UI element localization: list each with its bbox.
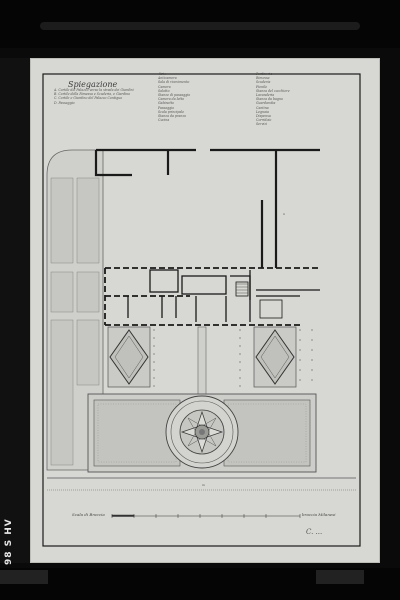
legend-item: Legnaia	[256, 109, 269, 114]
legend-item: Servizi	[256, 122, 268, 127]
scale-bar	[111, 514, 301, 518]
room-number-label: n	[283, 212, 285, 216]
left-parterre	[107, 326, 151, 388]
legend-title: Spiegazione	[68, 80, 118, 89]
scale-unit: braccia Milanesi	[302, 512, 336, 517]
legend-item: Stanza del cocchiere	[256, 88, 290, 93]
legend-item: Cantina	[256, 105, 269, 110]
legend-item: Portineria	[256, 72, 273, 76]
scanner-bottom-strip	[0, 568, 400, 600]
legend-item: Camera da letto	[158, 97, 185, 102]
scale-label: Scala di Braccia	[72, 512, 105, 517]
staircase	[236, 283, 248, 294]
left-garden-bed	[50, 177, 74, 264]
legend-column-2: Portineria Rimessa Scuderia Fienile Stan…	[256, 72, 356, 127]
legend-line: D. Passaggio	[54, 100, 75, 105]
left-garden-bed	[76, 271, 100, 313]
legend-item: Passaggio	[158, 105, 175, 110]
clip-left	[0, 570, 48, 584]
legend-item: Stanze di passaggio	[158, 93, 191, 98]
legend-item: Corridoio	[256, 118, 272, 123]
legend-line: A. Cortile del Palazzo verso la strada d…	[54, 88, 134, 92]
legend-item: Rimessa	[256, 76, 270, 81]
central-fountain-roundel	[165, 395, 239, 469]
legend-item: Stanza da pranzo	[158, 114, 187, 119]
legend-item: Stanza da bagno	[256, 97, 283, 102]
legend-line: C. Cortile e Giardino del Palazzo Contig…	[54, 96, 123, 101]
legend-line: B. Cortile della Rimessa e Scuderia, e G…	[54, 92, 131, 97]
legend-item: Anticamera	[158, 76, 177, 81]
legend-item: Fienile	[256, 84, 268, 89]
legend-item: Lavanderia	[256, 93, 275, 98]
legend-item: Camera	[158, 84, 171, 89]
left-garden-bed	[76, 319, 100, 386]
courtyard-walls	[94, 148, 320, 268]
legend-item: Sala di ricevimento	[158, 80, 190, 85]
boundary-letter: m	[202, 483, 205, 487]
legend-item: Scala principale	[158, 109, 185, 114]
legend-item: Salotto	[158, 88, 170, 93]
left-garden-bed	[76, 177, 100, 264]
scanner-top-strip	[0, 0, 400, 48]
legend-item: Gabinetto	[158, 101, 174, 106]
signature: C. ...	[306, 528, 323, 536]
legend-intro: A. Cortile del Palazzo verso la strada d…	[54, 88, 154, 105]
scanner-left-margin	[0, 58, 30, 563]
legend-item: Scuderia	[256, 80, 271, 85]
legend-column-1: Atrio Anticamera Sala di ricevimento Cam…	[158, 72, 248, 122]
legend-item: Cucina	[158, 118, 170, 123]
central-path	[197, 326, 207, 398]
legend-item: Dispensa	[256, 114, 271, 119]
binding-shadow	[40, 22, 360, 30]
building-interior-walls	[127, 269, 320, 322]
legend-item: Guardaroba	[256, 101, 276, 106]
left-garden-bed	[50, 319, 74, 466]
left-garden-bed	[50, 271, 74, 313]
tree-rows	[153, 329, 313, 387]
clip-right	[316, 570, 364, 584]
right-parterre	[253, 326, 297, 388]
building-walls	[104, 267, 320, 326]
sheet-border	[42, 73, 361, 547]
legend-item: Atrio	[158, 72, 166, 76]
